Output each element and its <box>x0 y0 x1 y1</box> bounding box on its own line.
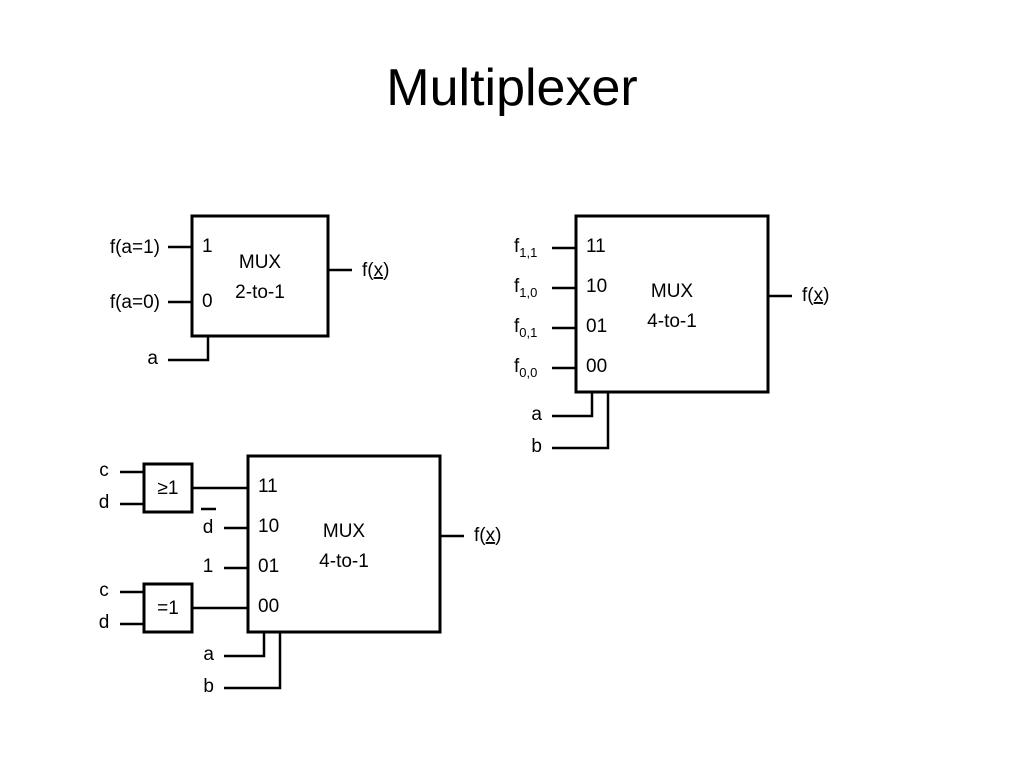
mux-4to1-top-port-01: 01 <box>586 316 607 337</box>
mux-4to1-top-input-01-signal: f0,1 <box>514 316 537 340</box>
mux-4to1-bottom: ≥1 c d d 1 =1 c d 11 10 01 00 MUX 4-to-1… <box>99 454 501 697</box>
xor-gate-label: =1 <box>157 598 179 619</box>
mux-4to1-bottom-select-a-wire <box>224 632 266 658</box>
mux-4to1-top-select-a: a <box>531 404 542 425</box>
mux-4to1-bottom-port-11: 11 <box>258 476 278 497</box>
mux-4to1-bottom-port-01: 01 <box>258 556 279 577</box>
slide-title: Multiplexer <box>386 59 638 117</box>
mux-4to1-bottom-select-b: b <box>203 676 214 697</box>
mux-4to1-bottom-port-00: 00 <box>258 596 279 617</box>
mux-4to1-top: f1,1 f1,0 f0,1 f0,0 11 10 01 00 MUX 4-to… <box>514 214 829 457</box>
mux-4to1-top-output: f(x) <box>802 285 829 306</box>
mux-4to1-top-select-b-wire <box>552 392 610 450</box>
mux-4to1-top-input-10-signal: f1,0 <box>514 276 537 300</box>
mux-2to1-input-0-signal: f(a=0) <box>110 292 160 313</box>
mux-4to1-top-select-b: b <box>531 436 542 457</box>
mux-4to1-bottom-name: MUX <box>323 521 366 542</box>
mux-2to1: f(a=1) f(a=0) 1 0 MUX 2-to-1 a f(x) <box>110 214 389 369</box>
mux-4to1-bottom-select-b-wire <box>224 632 282 690</box>
mux-2to1-box <box>190 214 330 338</box>
xor-gate-input-d: d <box>99 612 110 633</box>
mux-4to1-bottom-select-a: a <box>203 644 214 665</box>
mux-4to1-top-input-00-signal: f0,0 <box>514 356 537 380</box>
mux-4to1-top-input-11-signal: f1,1 <box>514 236 537 260</box>
mux-4to1-top-port-00: 00 <box>586 356 607 377</box>
mux-4to1-bottom-box <box>246 454 442 634</box>
mux-4to1-top-port-10: 10 <box>586 276 607 297</box>
const-one-label: 1 <box>203 556 214 577</box>
mux-4to1-bottom-type: 4-to-1 <box>319 551 369 572</box>
or-gate-label: ≥1 <box>158 478 179 499</box>
mux-2to1-port-1: 1 <box>202 236 213 257</box>
mux-2to1-select-wire <box>168 336 210 362</box>
mux-4to1-top-type: 4-to-1 <box>647 311 697 332</box>
not-d-label: d <box>203 517 214 538</box>
mux-2to1-name: MUX <box>239 252 282 273</box>
xor-gate-input-c: c <box>99 580 109 601</box>
mux-4to1-top-select-a-wire <box>552 392 594 418</box>
mux-2to1-select-a: a <box>147 348 158 369</box>
mux-4to1-bottom-output: f(x) <box>474 525 501 546</box>
or-gate-input-c: c <box>99 460 109 481</box>
mux-4to1-bottom-port-10: 10 <box>258 516 279 537</box>
mux-4to1-top-port-11: 11 <box>586 236 606 257</box>
mux-4to1-top-name: MUX <box>651 281 694 302</box>
mux-2to1-port-0: 0 <box>202 291 213 312</box>
mux-2to1-output: f(x) <box>362 260 389 281</box>
or-gate-input-d: d <box>99 492 110 513</box>
mux-4to1-top-box <box>574 214 770 394</box>
mux-2to1-input-1-signal: f(a=1) <box>110 237 160 258</box>
mux-2to1-type: 2-to-1 <box>235 282 285 303</box>
